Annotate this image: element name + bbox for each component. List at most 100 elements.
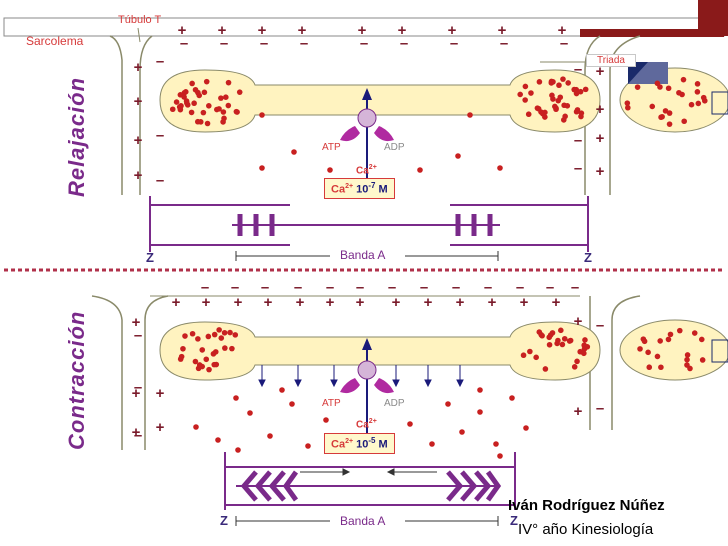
plus-charge: + bbox=[574, 403, 583, 420]
calcium-ion bbox=[235, 447, 241, 453]
minus-charge: – bbox=[516, 279, 524, 296]
calcium-ion bbox=[192, 358, 199, 365]
calcium-ion bbox=[203, 78, 210, 85]
plus-charge: + bbox=[218, 22, 227, 39]
minus-charge: – bbox=[360, 35, 368, 52]
calcium-ion bbox=[557, 94, 564, 101]
band-a-ruler-relax bbox=[235, 251, 499, 261]
calcium-ion bbox=[509, 395, 515, 401]
plus-charge: + bbox=[202, 294, 211, 311]
calcium-ion bbox=[522, 97, 528, 103]
calcium-ion bbox=[561, 335, 568, 342]
plus-charge: + bbox=[448, 22, 457, 39]
calcium-ion bbox=[679, 91, 685, 98]
calcium-ion bbox=[523, 425, 529, 431]
calcium-ion bbox=[624, 100, 631, 106]
calcium-ion bbox=[192, 86, 199, 93]
calcium-ion bbox=[203, 356, 210, 363]
minus-charge: – bbox=[261, 279, 269, 296]
t-tubule-left-outer-2 bbox=[91, 295, 123, 450]
calcium-ion bbox=[573, 108, 580, 115]
calcium-ion bbox=[691, 330, 698, 336]
triad-shade bbox=[628, 62, 668, 84]
calcium-ion bbox=[571, 364, 578, 370]
plus-charge: + bbox=[134, 132, 143, 149]
sarcomere-contract bbox=[224, 452, 516, 510]
calcium-ion bbox=[654, 353, 661, 360]
calcium-ion bbox=[542, 366, 549, 372]
calcium-ion bbox=[227, 329, 233, 336]
calcium-ion bbox=[666, 121, 673, 127]
calcium-ion bbox=[184, 100, 190, 106]
plus-charge: + bbox=[356, 294, 365, 311]
minus-charge: – bbox=[294, 279, 302, 296]
calcium-ion bbox=[574, 358, 580, 365]
calcium-ion bbox=[221, 115, 227, 122]
calcium-ion bbox=[467, 112, 473, 118]
calcium-ion bbox=[556, 82, 562, 89]
calcium-ion bbox=[225, 79, 232, 86]
calcium-ion bbox=[259, 112, 265, 118]
minus-charge: – bbox=[574, 132, 582, 149]
calcium-ion bbox=[517, 91, 523, 98]
calcium-ion bbox=[567, 337, 574, 344]
calcium-ion bbox=[554, 340, 560, 347]
plus-charge: + bbox=[156, 385, 165, 402]
calcium-ion bbox=[218, 335, 225, 341]
t-tubule-left-inner bbox=[139, 35, 153, 195]
calcium-ion bbox=[571, 86, 577, 93]
calcium-ion bbox=[497, 165, 503, 171]
minus-charge: – bbox=[356, 279, 364, 296]
plus-charge: + bbox=[498, 22, 507, 39]
calcium-ion bbox=[189, 80, 195, 87]
calcium-ion bbox=[625, 104, 631, 111]
calcium-ion bbox=[577, 348, 583, 355]
calcium-ion bbox=[222, 345, 228, 351]
calcium-ion bbox=[497, 453, 503, 459]
calcium-ion bbox=[323, 417, 329, 423]
calcium-ion bbox=[169, 106, 176, 113]
calcium-ion bbox=[546, 334, 553, 341]
tubulo-t-label: Túbulo T bbox=[118, 14, 162, 26]
minus-charge: – bbox=[452, 279, 460, 296]
calcium-ion bbox=[527, 348, 533, 355]
calcium-ion bbox=[205, 333, 212, 340]
calcium-ion bbox=[236, 89, 243, 95]
sr-relax bbox=[159, 67, 728, 133]
sr-contract bbox=[159, 319, 728, 381]
plus-charge: + bbox=[298, 22, 307, 39]
side-tab-1 bbox=[711, 91, 728, 115]
calcium-ion bbox=[193, 424, 199, 430]
calcium-ion bbox=[197, 119, 204, 125]
calcium-ion bbox=[180, 345, 186, 352]
calcium-ion bbox=[578, 110, 585, 116]
calcium-ion bbox=[528, 90, 534, 96]
calcium-ion bbox=[233, 395, 239, 401]
minus-charge: – bbox=[574, 160, 582, 177]
calcium-ion bbox=[695, 100, 702, 107]
calcium-ion bbox=[681, 118, 688, 125]
calcium-ion bbox=[327, 167, 333, 173]
calcium-ion bbox=[634, 84, 641, 90]
minus-charge: – bbox=[571, 279, 579, 296]
calcium-ion bbox=[559, 341, 566, 348]
calcium-ion bbox=[525, 111, 532, 118]
calcium-ions bbox=[169, 76, 708, 459]
calcium-ion bbox=[211, 361, 218, 368]
calcium-ion bbox=[637, 346, 643, 352]
minus-charge: – bbox=[596, 400, 604, 417]
calcium-ion bbox=[215, 437, 221, 443]
calcium-ion bbox=[455, 153, 461, 159]
calcium-ion bbox=[560, 76, 566, 82]
plus-charge: + bbox=[596, 63, 605, 80]
plus-charge: + bbox=[558, 22, 567, 39]
calcium-ion bbox=[177, 356, 184, 362]
calcium-ion bbox=[429, 441, 435, 447]
calcium-ion bbox=[229, 345, 235, 352]
triada-label: Triada bbox=[586, 54, 636, 67]
minus-charge: – bbox=[450, 35, 458, 52]
calcium-pump-contract bbox=[340, 338, 394, 440]
minus-charge: – bbox=[500, 35, 508, 52]
calcium-ion bbox=[493, 441, 499, 447]
calcium-ion bbox=[549, 330, 556, 336]
